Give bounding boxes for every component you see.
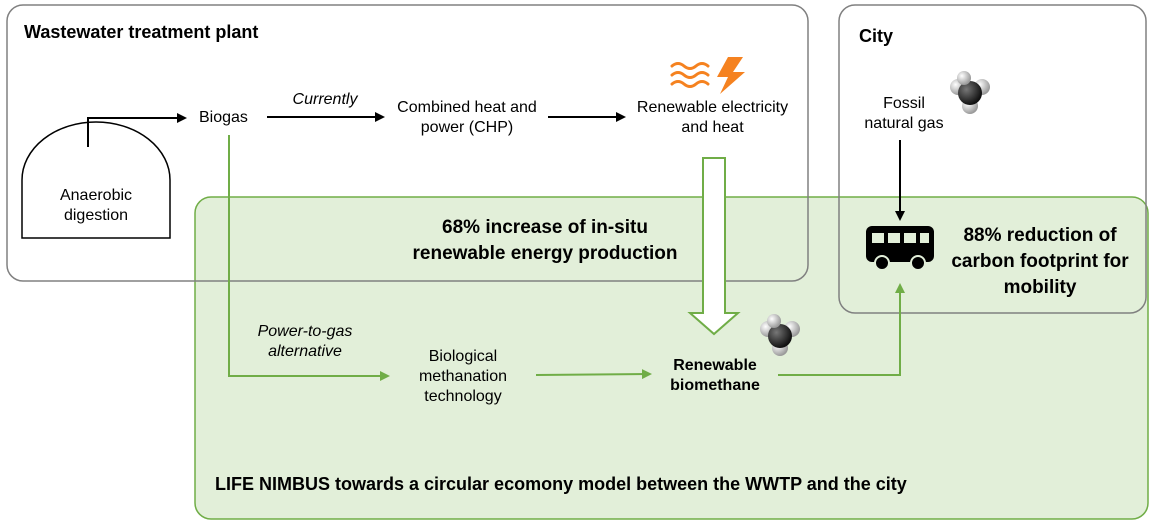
methanation-to-biomethane-arrow (535, 369, 652, 380)
city-title: City (859, 26, 894, 46)
wwtp-title: Wastewater treatment plant (24, 22, 259, 42)
methane-molecule-icon (760, 314, 800, 356)
lightning-icon (717, 57, 745, 94)
methanation-label: Biological methanation technology (418, 348, 508, 405)
power-to-gas-label: Power-to-gas alternative (257, 323, 353, 360)
anaerobic-digester-shape (21, 121, 171, 239)
chp-label: Combined heat and power (CHP) (397, 99, 537, 136)
biomethane-to-bus-arrow (778, 283, 905, 376)
wwtp-region (6, 4, 809, 282)
currently-label: Currently (292, 91, 358, 108)
methane-molecule-icon (950, 71, 990, 114)
energy-increase-highlight: 68% increase of in-situ renewable energy… (412, 217, 678, 264)
biogas-to-methanation-arrow (228, 135, 390, 381)
fossil-gas-label: Fossil natural gas (864, 95, 944, 132)
life-nimbus-label: LIFE NIMBUS towards a circular ecomony m… (215, 474, 907, 494)
energy-to-biomethane-hollow-arrow (687, 157, 741, 336)
biomethane-label: Renewable biomethane (670, 357, 760, 394)
life-nimbus-region (194, 196, 1149, 520)
renewable-energy-label: Renewable electricity and heat (636, 99, 789, 136)
anaerobic-digestion-label: Anaerobic digestion (59, 187, 133, 224)
heat-waves-icon (670, 62, 710, 88)
bus-icon (866, 226, 934, 271)
biogas-label: Biogas (199, 109, 248, 126)
carbon-reduction-highlight: 88% reduction of carbon footprint for mo… (951, 225, 1129, 298)
digester-to-biogas-arrow (87, 113, 187, 147)
city-region (838, 4, 1147, 314)
